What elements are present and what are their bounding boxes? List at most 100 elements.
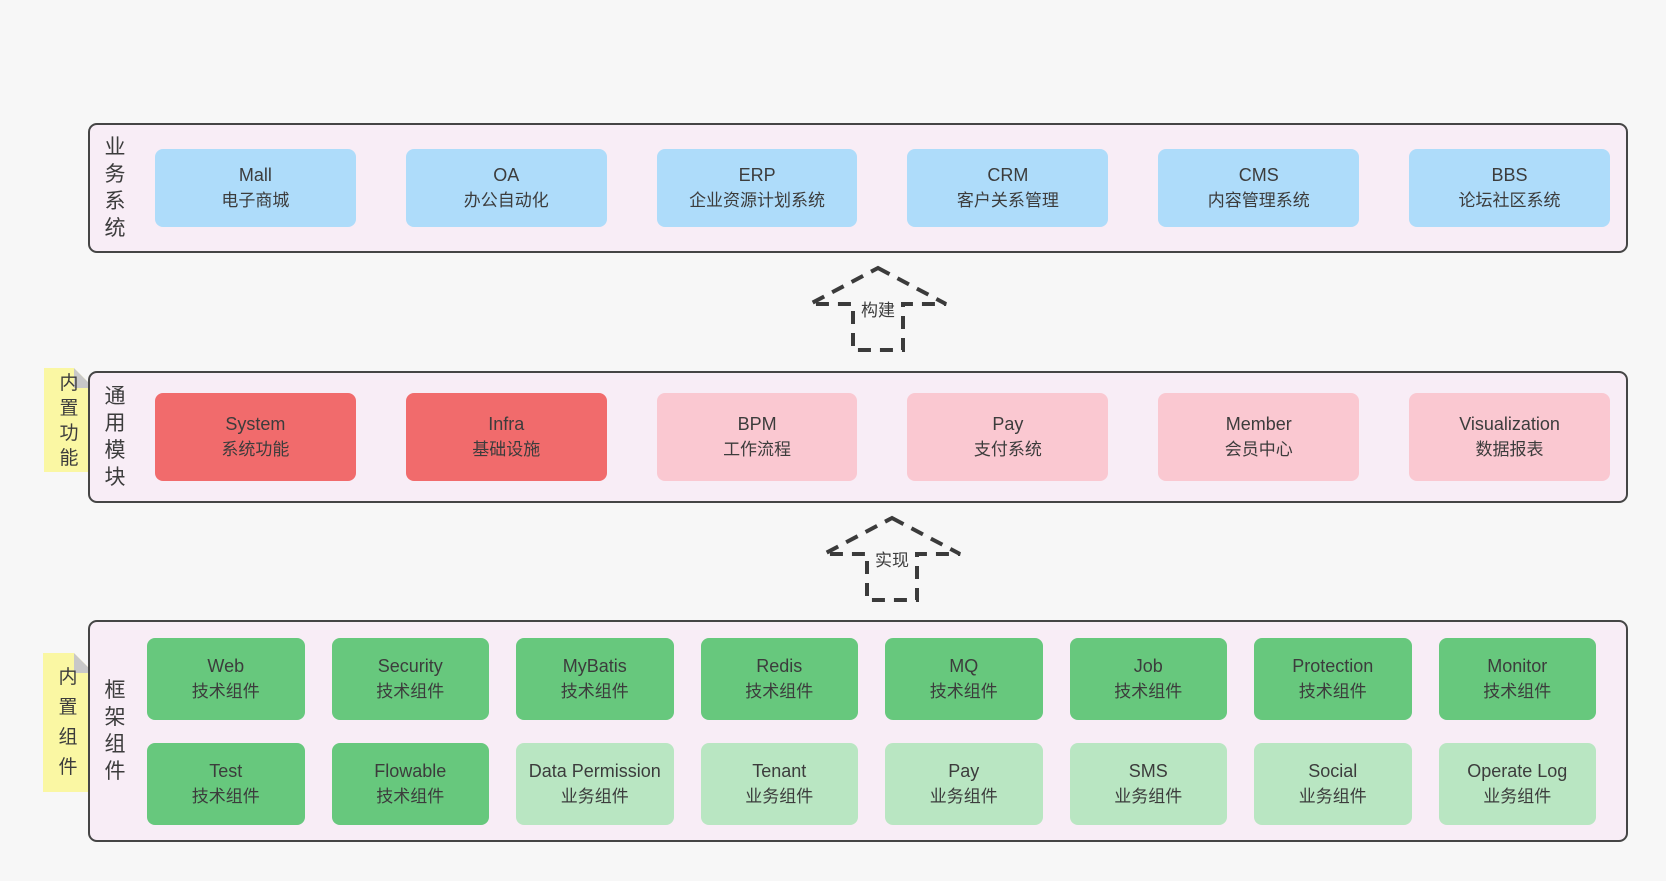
box-member: Member 会员中心	[1158, 393, 1360, 481]
box-data-permission: Data Permission 业务组件	[516, 742, 674, 825]
box-pay: Pay 支付系统	[907, 393, 1109, 481]
box-cms: CMS 内容管理系统	[1158, 149, 1360, 227]
box-title: Security	[377, 655, 443, 676]
box-subtitle: 办公自动化	[463, 191, 549, 210]
box-title: Pay	[948, 760, 980, 781]
box-title: Visualization	[1459, 414, 1560, 434]
box-title: MyBatis	[562, 655, 627, 676]
box-title: ERP	[738, 165, 776, 185]
box-visualization: Visualization 数据报表	[1409, 393, 1610, 481]
panel-label-gutter: 业务系统	[90, 125, 140, 251]
box-subtitle: 电子商城	[221, 191, 290, 210]
box-subtitle: 技术组件	[745, 681, 814, 701]
box-title: CRM	[987, 165, 1029, 185]
box-subtitle: 技术组件	[1483, 681, 1552, 701]
box-social: Social 业务组件	[1254, 742, 1412, 825]
biz-components-row: Test 技术组件 Flowable 技术组件 Data Permission …	[147, 742, 1596, 825]
box-title: Flowable	[374, 760, 447, 781]
box-subtitle: 业务组件	[560, 786, 629, 806]
box-title: Pay	[992, 414, 1024, 434]
sticky-note-builtin-features: 内置功能	[44, 368, 94, 472]
box-monitor: Monitor 技术组件	[1438, 637, 1596, 720]
business-system-boxes: Mall 电子商城 OA 办公自动化 ERP 企业资源计划系统 CRM 客户关系…	[140, 125, 1626, 251]
implement-arrow-label: 实现	[871, 546, 913, 571]
box-infra: Infra 基础设施	[405, 393, 607, 481]
box-title: Mall	[238, 165, 272, 185]
box-subtitle: 业务组件	[929, 786, 998, 806]
box-sms: SMS 业务组件	[1069, 742, 1227, 825]
box-subtitle: 企业资源计划系统	[689, 191, 826, 210]
box-subtitle: 基础设施	[472, 440, 541, 459]
box-title: Redis	[756, 655, 803, 676]
panel-business-systems: 业务系统 Mall 电子商城 OA 办公自动化 ERP 企业资源计划系统 CRM…	[88, 123, 1628, 253]
box-title: Job	[1133, 655, 1163, 676]
box-subtitle: 业务组件	[1298, 786, 1367, 806]
box-protection: Protection 技术组件	[1254, 637, 1412, 720]
box-system: System 系统功能	[155, 393, 356, 481]
box-title: OA	[493, 165, 520, 185]
box-subtitle: 工作流程	[723, 440, 792, 459]
panel-framework-components-label: 框架组件	[104, 679, 126, 783]
implement-arrow: 实现	[820, 512, 964, 604]
box-test: Test 技术组件	[147, 742, 305, 825]
tech-components-row: Web 技术组件 Security 技术组件 MyBatis 技术组件 Redi…	[147, 637, 1596, 720]
panel-framework-components: 框架组件 Web 技术组件 Security 技术组件 MyBatis 技术组件…	[88, 620, 1628, 842]
sticky-note-label: 内置组件	[58, 667, 78, 778]
box-job: Job 技术组件	[1069, 637, 1227, 720]
framework-component-rows: Web 技术组件 Security 技术组件 MyBatis 技术组件 Redi…	[140, 622, 1626, 840]
box-title: BBS	[1491, 165, 1528, 185]
sticky-note-label: 内置功能	[59, 373, 79, 469]
box-bpm: BPM 工作流程	[656, 393, 858, 481]
box-title: Test	[209, 760, 243, 781]
box-pay-component: Pay 业务组件	[885, 742, 1043, 825]
box-subtitle: 技术组件	[191, 681, 260, 701]
box-subtitle: 技术组件	[376, 786, 445, 806]
box-mq: MQ 技术组件	[885, 637, 1043, 720]
box-title: Tenant	[752, 760, 807, 781]
box-title: Member	[1225, 414, 1292, 434]
box-subtitle: 客户关系管理	[956, 191, 1059, 210]
box-title: Operate Log	[1467, 760, 1568, 781]
sticky-note-builtin-components: 内置组件	[43, 653, 94, 792]
box-oa: OA 办公自动化	[405, 149, 607, 227]
box-crm: CRM 客户关系管理	[907, 149, 1109, 227]
box-title: BPM	[737, 414, 777, 434]
panel-label-gutter: 通用模块	[90, 373, 140, 501]
box-subtitle: 技术组件	[191, 786, 260, 806]
dashed-up-arrow-icon	[809, 265, 947, 352]
box-subtitle: 论坛社区系统	[1458, 191, 1561, 210]
box-flowable: Flowable 技术组件	[331, 742, 489, 825]
box-title: Social	[1308, 760, 1358, 781]
box-title: SMS	[1128, 760, 1168, 781]
box-redis: Redis 技术组件	[700, 637, 858, 720]
panel-common-modules-label: 通用模块	[104, 385, 126, 489]
box-title: MQ	[949, 655, 979, 676]
box-subtitle: 业务组件	[745, 786, 814, 806]
box-operate-log: Operate Log 业务组件	[1438, 742, 1596, 825]
box-title: Monitor	[1487, 655, 1548, 676]
box-title: Data Permission	[528, 760, 661, 781]
box-subtitle: 技术组件	[1298, 681, 1367, 701]
panel-label-gutter: 框架组件	[90, 622, 140, 840]
box-title: Protection	[1292, 655, 1374, 676]
box-bbs: BBS 论坛社区系统	[1409, 149, 1610, 227]
build-arrow-label: 构建	[857, 296, 899, 321]
box-subtitle: 技术组件	[376, 681, 445, 701]
box-title: Web	[207, 655, 245, 676]
box-title: System	[225, 414, 286, 434]
build-arrow: 构建	[806, 262, 950, 354]
box-subtitle: 技术组件	[929, 681, 998, 701]
box-subtitle: 支付系统	[973, 440, 1042, 459]
box-title: Infra	[488, 414, 525, 434]
box-erp: ERP 企业资源计划系统	[656, 149, 858, 227]
panel-business-systems-label: 业务系统	[104, 136, 126, 240]
box-title: CMS	[1238, 165, 1279, 185]
box-tenant: Tenant 业务组件	[700, 742, 858, 825]
box-web: Web 技术组件	[147, 637, 305, 720]
box-security: Security 技术组件	[331, 637, 489, 720]
box-subtitle: 系统功能	[221, 440, 290, 459]
box-subtitle: 业务组件	[1114, 786, 1183, 806]
box-subtitle: 数据报表	[1475, 440, 1544, 459]
box-mall: Mall 电子商城	[155, 149, 356, 227]
